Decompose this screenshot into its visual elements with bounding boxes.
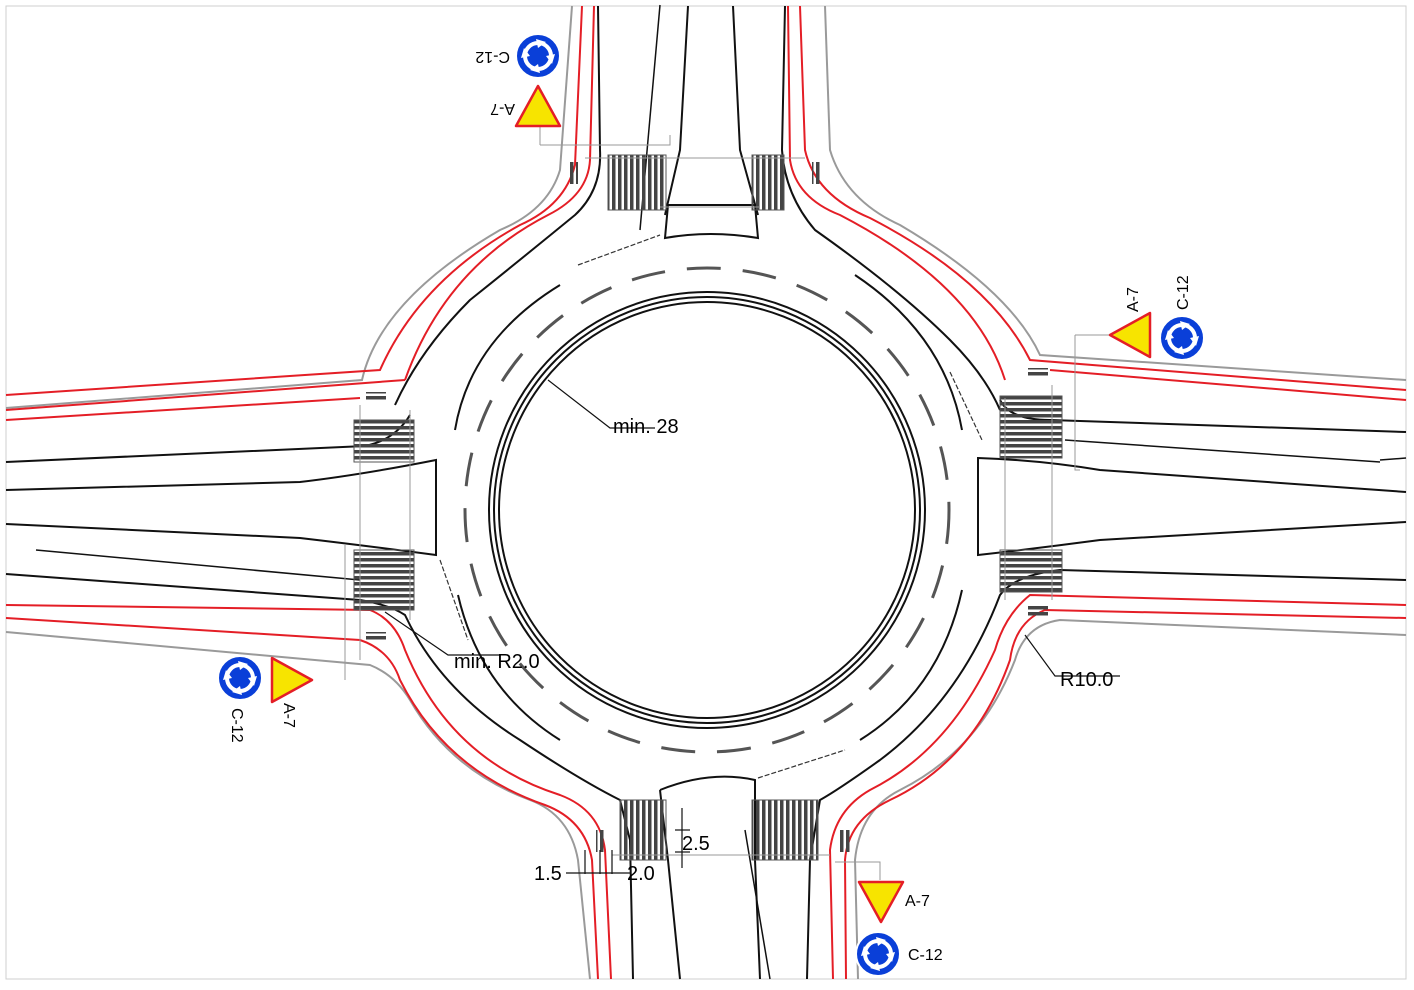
roundabout-sign-code: C-12	[228, 708, 245, 743]
yield-sign-icon	[857, 880, 905, 924]
yield-sign-icon	[1108, 311, 1152, 359]
dimension-leaders	[384, 379, 1120, 874]
roundabout-sign-icon	[514, 32, 562, 80]
roundabout-sign-code: C-12	[475, 48, 510, 65]
yield-sign-icon	[270, 656, 314, 704]
outer-radius-label: R10.0	[1060, 669, 1113, 691]
crossing-width-label: 2.5	[682, 833, 710, 855]
offset-b-label: 2.0	[627, 863, 655, 885]
yield-sign-icon	[514, 84, 562, 128]
sign-group-south: A-7 C-12	[854, 880, 943, 978]
sign-group-north: C-12 A-7	[475, 32, 562, 128]
yield-sign-code: A-7	[490, 100, 515, 117]
roundabout-sign-icon	[216, 654, 264, 702]
yield-sign-code: A-7	[905, 893, 930, 910]
sign-group-east: A-7 C-12	[1108, 275, 1206, 362]
yield-sign-code: A-7	[1125, 287, 1142, 312]
construction-lines	[344, 125, 1112, 880]
roundabout-sign-code: C-12	[1175, 275, 1192, 310]
pedestrian-crossings	[353, 154, 1063, 861]
roundabout-sign-icon	[854, 930, 902, 978]
island-diameter-label: min. 28	[613, 416, 679, 438]
roundabout-sign-code: C-12	[908, 947, 943, 964]
circulatory-ring	[441, 244, 973, 776]
offset-a-label: 1.5	[534, 863, 562, 885]
sign-group-west: C-12 A-7	[216, 654, 314, 743]
roundabout-sign-icon	[1158, 314, 1206, 362]
dimension-labels: min. 28 min. R2.0 R10.0 2.5 1.5 2.0	[454, 416, 1113, 885]
yield-sign-code: A-7	[280, 703, 297, 728]
give-way-markings	[439, 234, 983, 779]
kerb-lines	[5, 5, 1407, 980]
corner-radius-label: min. R2.0	[454, 651, 540, 673]
